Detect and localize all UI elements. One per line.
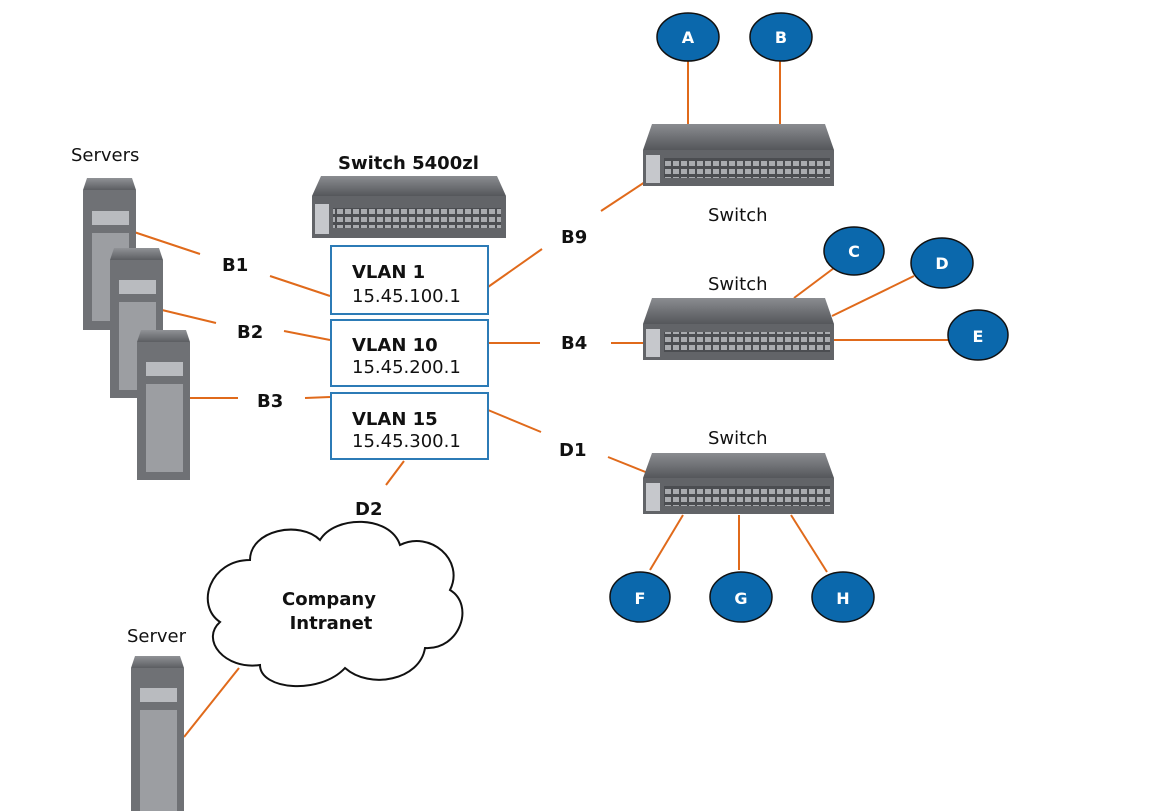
port-b3: B3 bbox=[257, 391, 283, 412]
switch-top bbox=[643, 124, 834, 186]
vlan-1-name: VLAN 1 bbox=[352, 262, 425, 283]
wire-d1-switch-bottom bbox=[607, 456, 649, 474]
node-b: B bbox=[749, 12, 813, 62]
core-switch-label: Switch 5400zl bbox=[338, 153, 479, 174]
wire-b3-vlan15 bbox=[304, 396, 331, 399]
wire-server2-b2 bbox=[161, 309, 217, 324]
wire-h-switch bbox=[790, 514, 828, 573]
node-d: D bbox=[910, 237, 974, 289]
wire-b9-switch-top bbox=[600, 181, 646, 212]
wire-vlan15-d2 bbox=[385, 460, 405, 486]
cloud-label-line2: Intranet bbox=[290, 613, 373, 634]
wire-vlan15-d1 bbox=[487, 409, 542, 433]
node-e-label: E bbox=[973, 327, 984, 346]
end-nodes: A B C D E F G H bbox=[609, 12, 1009, 623]
node-b-label: B bbox=[775, 28, 787, 47]
wire-b2-vlan10 bbox=[283, 330, 331, 341]
cloud-label-line1: Company bbox=[282, 589, 376, 610]
node-h-label: H bbox=[836, 589, 849, 608]
node-d-label: D bbox=[935, 254, 948, 273]
node-a-label: A bbox=[682, 28, 695, 47]
node-f-label: F bbox=[635, 589, 646, 608]
server-stack bbox=[83, 178, 190, 480]
server-label: Server bbox=[127, 626, 187, 647]
wire-b1-vlan1 bbox=[269, 275, 331, 297]
node-h: H bbox=[811, 571, 875, 623]
node-e: E bbox=[947, 309, 1009, 361]
wire-f-switch bbox=[649, 514, 684, 571]
vlan-10-name: VLAN 10 bbox=[352, 335, 438, 356]
core-switch bbox=[312, 176, 506, 238]
node-f: F bbox=[609, 571, 671, 623]
switch-bottom bbox=[643, 453, 834, 514]
switch-middle bbox=[643, 298, 834, 360]
vlan-box-15: VLAN 15 15.45.300.1 bbox=[330, 392, 489, 460]
wire-vlan1-b9 bbox=[487, 248, 543, 288]
node-c: C bbox=[823, 226, 885, 276]
vlan-10-ip: 15.45.200.1 bbox=[352, 357, 461, 378]
port-d2: D2 bbox=[355, 499, 382, 520]
wire-server1-b1 bbox=[133, 231, 201, 255]
wire-c-switch bbox=[793, 267, 835, 299]
node-g-label: G bbox=[734, 589, 747, 608]
node-g: G bbox=[709, 571, 773, 623]
port-b4: B4 bbox=[561, 333, 587, 354]
wire-d-switch bbox=[831, 275, 915, 317]
switch-middle-label: Switch bbox=[708, 274, 768, 295]
servers-label: Servers bbox=[71, 145, 139, 166]
vlan-15-ip: 15.45.300.1 bbox=[352, 431, 461, 452]
server-single bbox=[131, 656, 184, 811]
vlan-box-10: VLAN 10 15.45.200.1 bbox=[330, 319, 489, 387]
vlan-1-ip: 15.45.100.1 bbox=[352, 286, 461, 307]
node-a: A bbox=[656, 12, 720, 62]
wire-cloud-server bbox=[183, 667, 240, 738]
port-b1: B1 bbox=[222, 255, 248, 276]
node-c-label: C bbox=[848, 242, 860, 261]
port-b9: B9 bbox=[561, 227, 587, 248]
server-3 bbox=[137, 330, 190, 480]
company-intranet-cloud: Company Intranet bbox=[206, 520, 464, 687]
port-d1: D1 bbox=[559, 440, 586, 461]
switch-top-label: Switch bbox=[708, 205, 768, 226]
port-b2: B2 bbox=[237, 322, 263, 343]
switch-bottom-label: Switch bbox=[708, 428, 768, 449]
vlan-box-1: VLAN 1 15.45.100.1 bbox=[330, 245, 489, 315]
vlan-15-name: VLAN 15 bbox=[352, 409, 438, 430]
